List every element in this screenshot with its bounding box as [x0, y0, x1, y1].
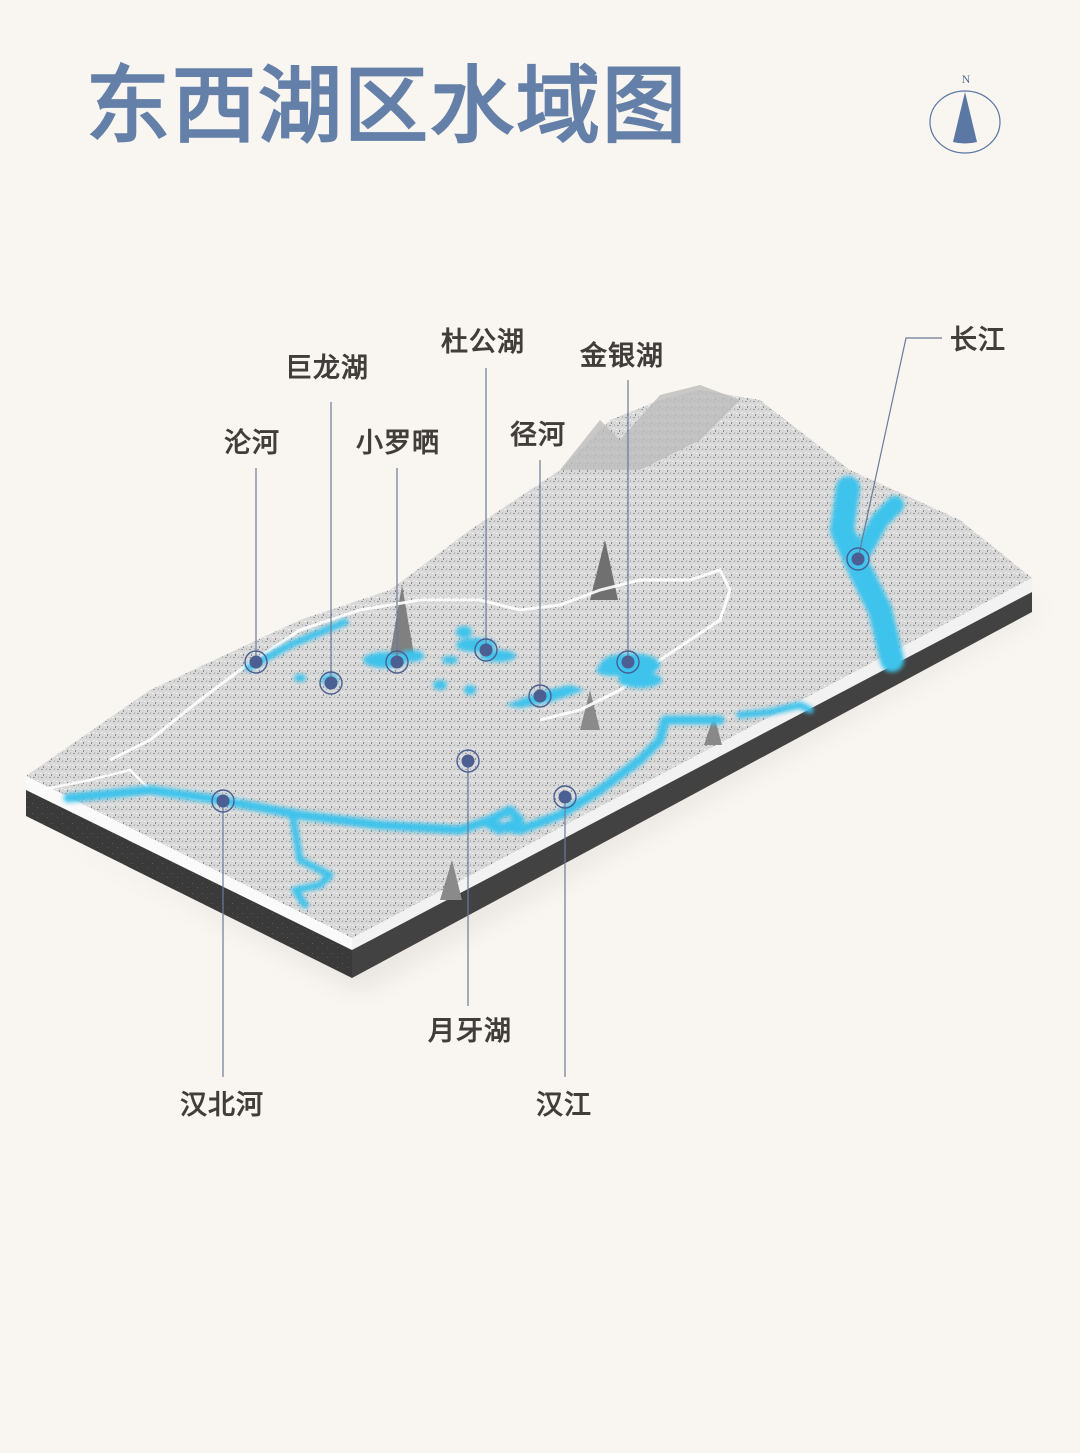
- label-jinghe: 径河: [510, 420, 566, 451]
- marker-dugonghu[interactable]: [474, 638, 498, 662]
- marker-julonghu[interactable]: [319, 671, 343, 695]
- compass-arrow-icon: [929, 90, 1001, 154]
- label-julonghu: 巨龙湖: [285, 353, 369, 384]
- marker-jinyinhu[interactable]: [616, 650, 640, 674]
- marker-jinghe[interactable]: [528, 684, 552, 708]
- marker-changjiang[interactable]: [846, 547, 870, 571]
- marker-hanjiang[interactable]: [553, 785, 577, 809]
- marker-yueyahu[interactable]: [456, 749, 480, 773]
- location-markers: [211, 547, 870, 813]
- label-yueyahu: 月牙湖: [428, 1016, 512, 1047]
- north-compass: N: [928, 72, 1004, 156]
- terrain-surface: [26, 385, 1032, 938]
- label-xiaoluoshai: 小罗晒: [356, 428, 440, 459]
- slab-base: [26, 578, 1032, 978]
- marker-lunhe[interactable]: [244, 650, 268, 674]
- label-lunhe: 沦河: [224, 428, 280, 459]
- label-changjiang: 长江: [950, 325, 1006, 356]
- label-hanbeihe: 汉北河: [180, 1090, 264, 1121]
- label-jinyinhu: 金银湖: [580, 341, 664, 372]
- leader-lines: [222, 337, 942, 1077]
- water-bodies: [63, 476, 904, 909]
- marker-xiaoluoshai[interactable]: [385, 650, 409, 674]
- marker-hanbeihe[interactable]: [211, 789, 235, 813]
- label-hanjiang: 汉江: [536, 1090, 592, 1121]
- page-title: 东西湖区水域图: [86, 56, 689, 155]
- hanbei-river: [63, 715, 725, 835]
- compass-north-label: N: [961, 72, 971, 86]
- label-dugonghu: 杜公湖: [441, 327, 525, 358]
